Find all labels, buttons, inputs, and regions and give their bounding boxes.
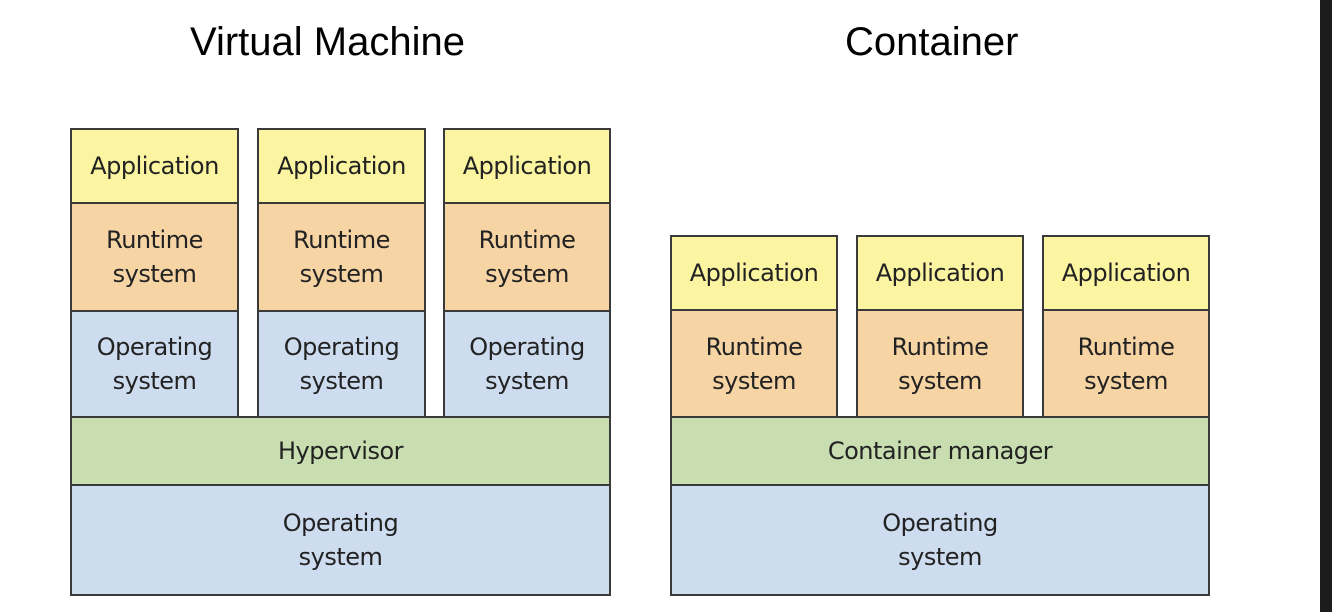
container-title: Container	[845, 20, 1019, 64]
vm-runtime-3: Runtime system	[443, 202, 611, 312]
container-runtime-3: Runtime system	[1042, 309, 1210, 418]
vm-app-2: Application	[257, 128, 426, 204]
vm-app-1: Application	[70, 128, 239, 204]
window-edge	[1320, 0, 1332, 612]
vm-runtime-2: Runtime system	[257, 202, 426, 312]
container-app-1: Application	[670, 235, 838, 311]
container-host-os: Operating system	[670, 484, 1210, 596]
container-app-3: Application	[1042, 235, 1210, 311]
container-runtime-1: Runtime system	[670, 309, 838, 418]
vm-app-3: Application	[443, 128, 611, 204]
container-runtime-2: Runtime system	[856, 309, 1024, 418]
vm-runtime-1: Runtime system	[70, 202, 239, 312]
vm-hypervisor: Hypervisor	[70, 416, 611, 486]
vm-os-1: Operating system	[70, 310, 239, 418]
vm-host-os: Operating system	[70, 484, 611, 596]
vm-os-3: Operating system	[443, 310, 611, 418]
vm-os-2: Operating system	[257, 310, 426, 418]
container-app-2: Application	[856, 235, 1024, 311]
container-manager: Container manager	[670, 416, 1210, 486]
vm-title: Virtual Machine	[190, 20, 465, 64]
